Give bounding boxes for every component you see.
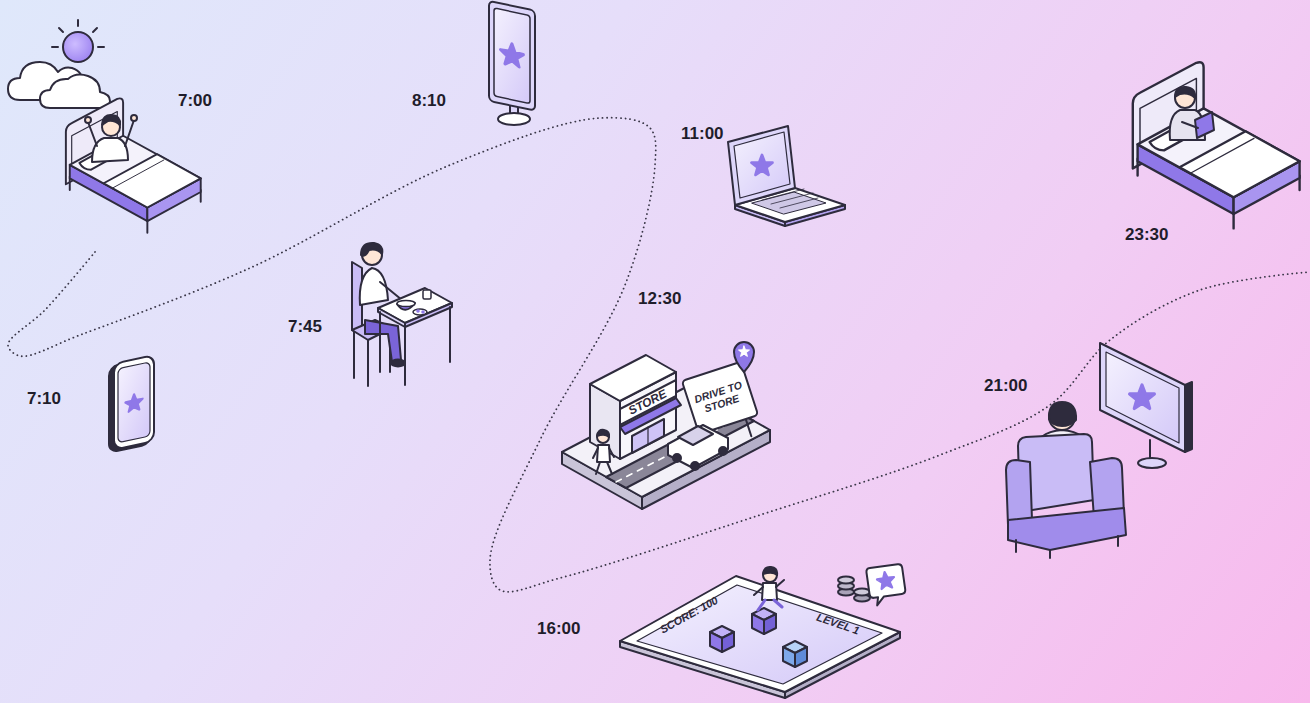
game-level-text: LEVEL 1 [815,611,861,637]
billboard-text: DRIVE TO STORE [690,378,750,417]
store-scene [562,342,770,509]
billboard-icon [489,1,535,125]
weather-icon [8,20,110,108]
time-label: 7:00 [178,91,212,111]
wake-up-bed [66,98,201,232]
time-label: 23:30 [1125,225,1168,245]
smartphone-icon [109,355,154,453]
mobile-game [620,564,907,698]
game-score-text: SCORE: 100 [658,594,720,636]
tv-armchair [1006,343,1192,558]
laptop-icon [728,126,845,226]
time-label: 12:30 [638,289,681,309]
time-label: 11:00 [681,124,724,144]
night-bed [1133,62,1300,228]
time-label: 16:00 [537,619,580,639]
time-label: 7:10 [27,389,61,409]
time-label: 7:45 [288,317,322,337]
dotted-route-line [8,118,1310,592]
time-label: 8:10 [412,91,446,111]
time-label: 21:00 [984,376,1027,396]
store-sign-text: STORE [627,387,670,418]
dotted-route [8,118,1310,592]
breakfast-table [352,243,452,386]
